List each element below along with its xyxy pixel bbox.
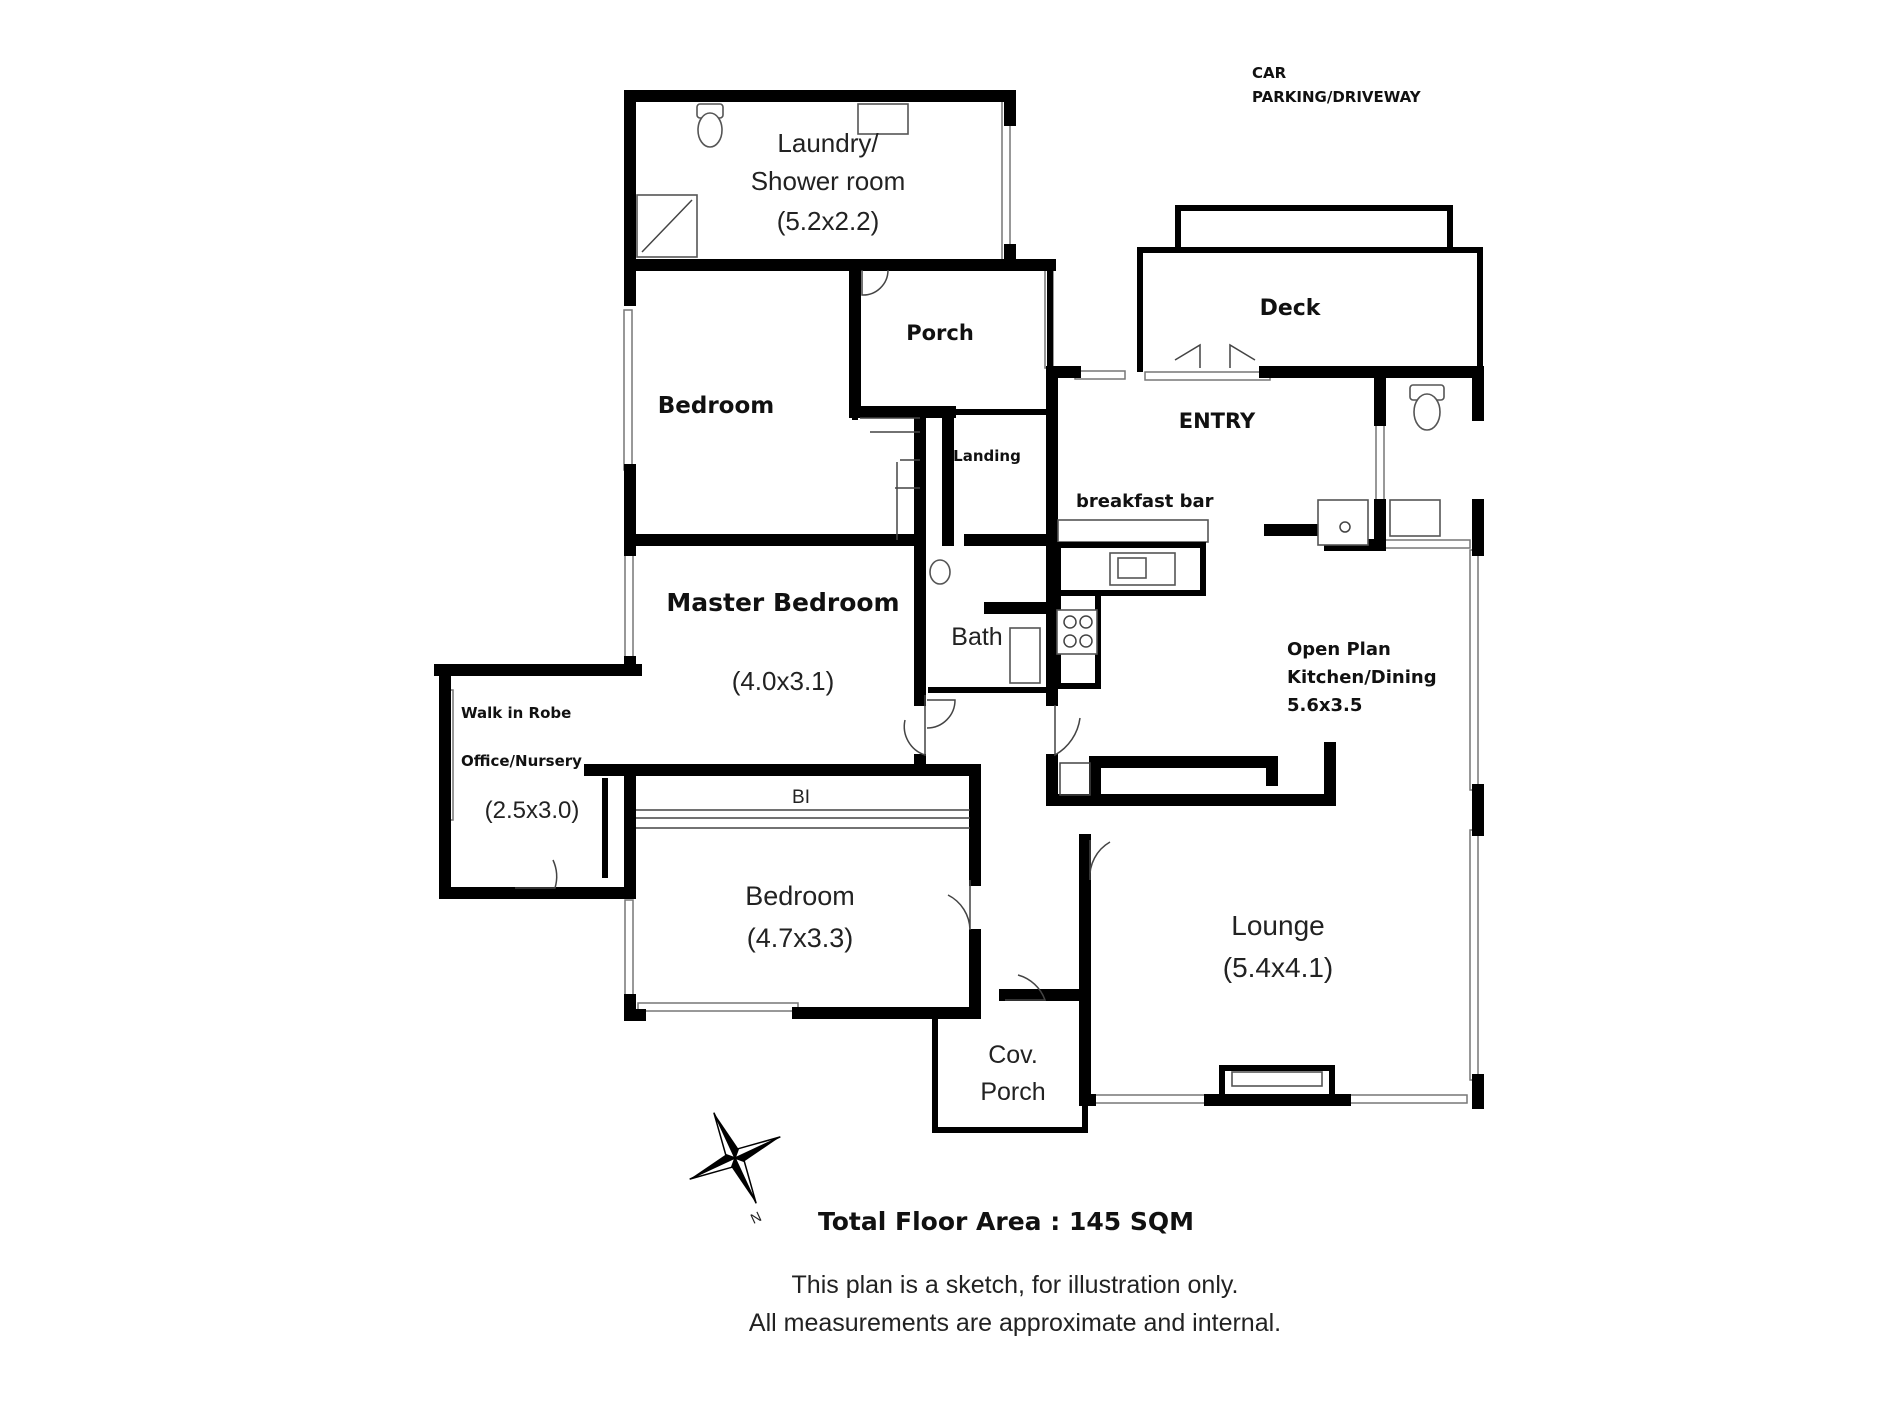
cov-porch-label: Cov.	[988, 1041, 1038, 1069]
master-bedroom-dims: (4.0x3.1)	[732, 666, 835, 696]
bedroom-lower-dims: (4.7x3.3)	[747, 923, 854, 953]
kitchen-dims: 5.6x3.5	[1287, 695, 1362, 716]
stairs	[860, 417, 920, 540]
room-labels: Laundry/ Shower room (5.2x2.2) Porch Bed…	[461, 64, 1437, 1106]
office-nursery-label: Office/Nursery	[461, 752, 582, 770]
cov-porch-label-2: Porch	[980, 1078, 1045, 1106]
deck	[1137, 205, 1483, 372]
landing-label: Landing	[953, 447, 1021, 465]
lounge-dims: (5.4x4.1)	[1223, 952, 1334, 983]
car-parking-label: CAR	[1252, 64, 1287, 82]
lounge-label: Lounge	[1231, 910, 1324, 941]
kitchen-title: Open Plan	[1287, 639, 1391, 660]
walk-in-robe-label: Walk in Robe	[461, 704, 571, 722]
walls	[434, 90, 1484, 1133]
fixtures	[602, 103, 1445, 1103]
windows	[444, 100, 1479, 1104]
car-parking-label-2: PARKING/DRIVEWAY	[1252, 88, 1422, 106]
laundry-title: Laundry/	[777, 128, 879, 158]
bedroom-lower-label: Bedroom	[745, 881, 855, 911]
compass-north-label: N	[748, 1208, 764, 1227]
entry-label: ENTRY	[1179, 409, 1256, 433]
disclaimer-line-1: This plan is a sketch, for illustration …	[792, 1271, 1239, 1299]
porch-label: Porch	[906, 321, 974, 345]
disclaimer-line-2: All measurements are approximate and int…	[749, 1309, 1281, 1337]
deck-label: Deck	[1260, 296, 1322, 321]
bath-label: Bath	[951, 623, 1002, 651]
laundry-dims: (5.2x2.2)	[777, 206, 880, 236]
walk-in-robe-dims: (2.5x3.0)	[485, 797, 580, 824]
compass-icon	[689, 1112, 781, 1204]
laundry-subtitle: Shower room	[751, 166, 906, 196]
bedroom-upper-label: Bedroom	[658, 393, 775, 419]
total-floor-area: Total Floor Area : 145 SQM	[818, 1207, 1194, 1236]
doors	[515, 269, 1111, 1001]
kitchen-subtitle: Kitchen/Dining	[1287, 667, 1437, 688]
breakfast-bar-label: breakfast bar	[1076, 491, 1214, 512]
built-in-label: BI	[792, 787, 810, 808]
master-bedroom-label: Master Bedroom	[666, 588, 899, 617]
